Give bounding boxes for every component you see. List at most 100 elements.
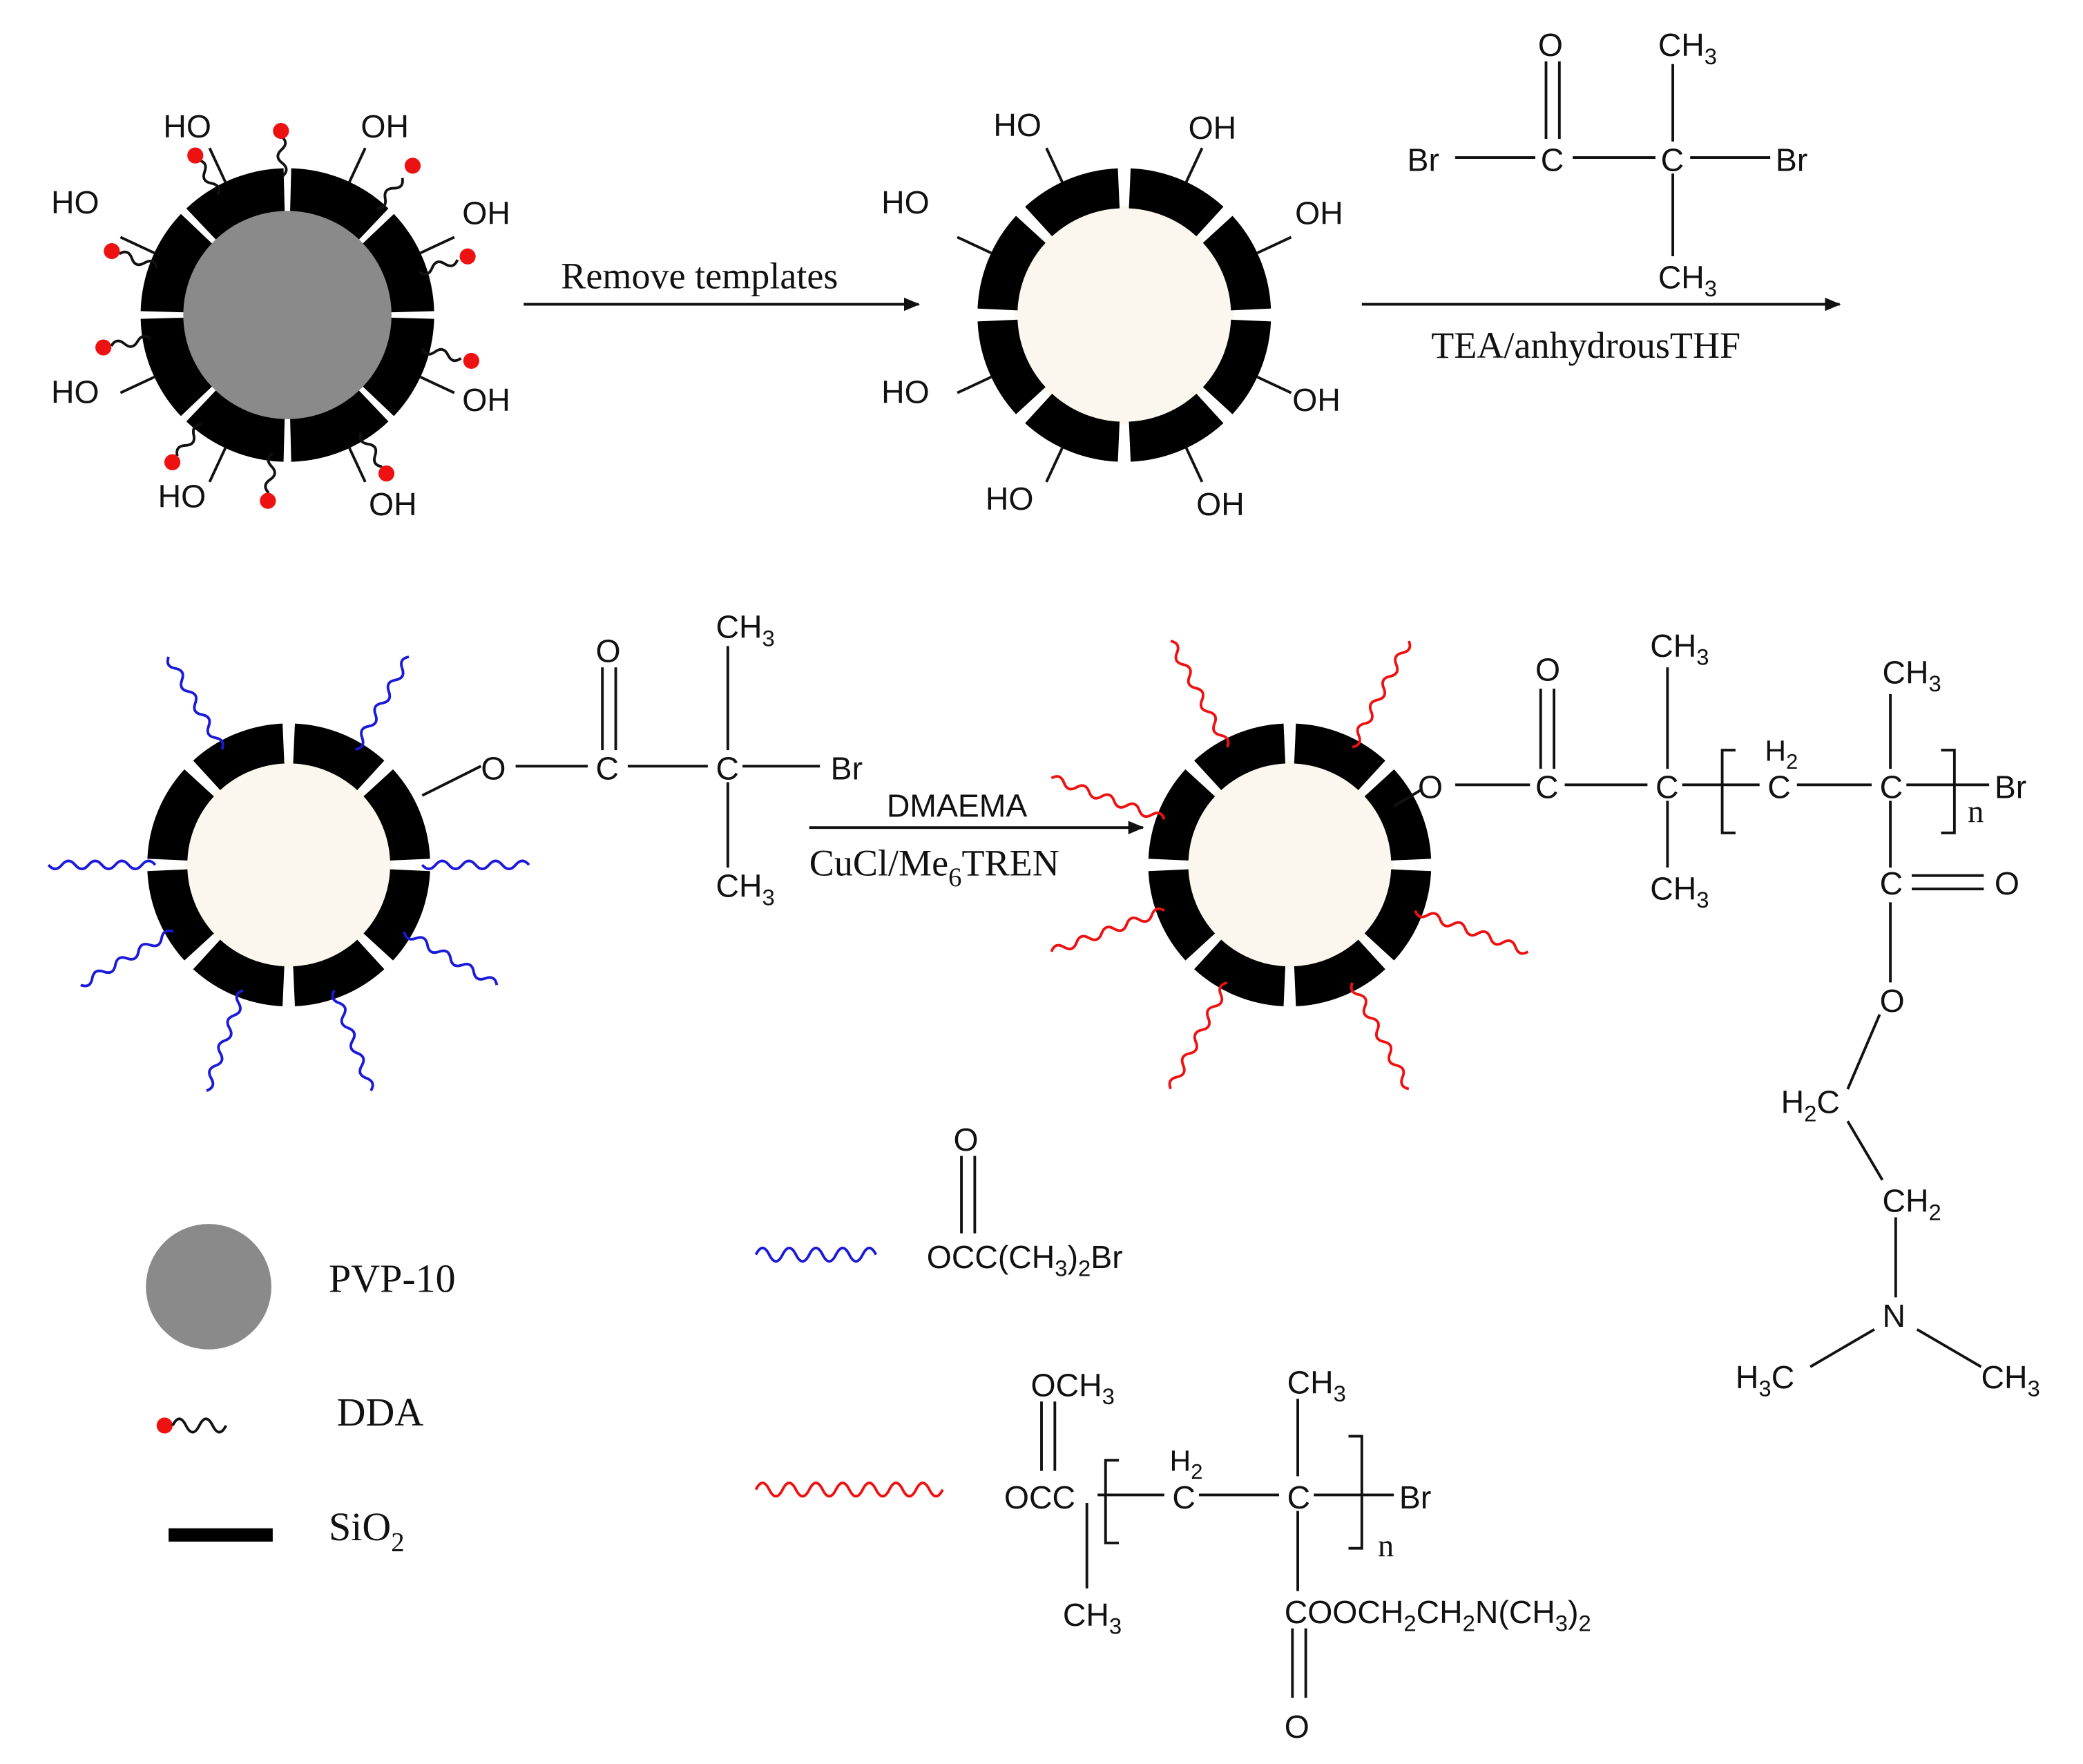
hydroxyl-label: HO: [881, 184, 930, 220]
legend-initiator-formula: OCC(CH3)2Br: [927, 1239, 1123, 1281]
arrow-label-monomer: DMAEMA: [887, 788, 1028, 824]
atom-h2c: H2C: [1781, 1084, 1840, 1127]
legend-polymer-side-chain: COOCH2CH2N(CH3)2: [1285, 1594, 1591, 1636]
dda-chain: [198, 158, 220, 195]
hydroxyl-bond: [957, 236, 992, 254]
polymer-chain: [1050, 907, 1165, 952]
atom-c: C: [716, 751, 739, 787]
silica-segment: [1129, 394, 1224, 462]
atom-ch3: CH3: [1658, 27, 1717, 69]
atom-ch3: CH3: [1882, 654, 1941, 696]
legend-polymer-occ: OCC: [1004, 1479, 1075, 1515]
atom-br: Br: [1776, 142, 1807, 178]
silica-segment: [193, 939, 285, 1006]
legend-sio2-label: SiO2: [329, 1504, 405, 1557]
legend-polymer-br: Br: [1399, 1479, 1431, 1515]
legend-polymer-c: C: [1172, 1479, 1196, 1515]
legend-polymer-c: C: [1287, 1479, 1311, 1515]
initiator-chain: [403, 931, 499, 986]
hydroxyl-bond: [1184, 147, 1204, 183]
pdmaema-labels: O O C CH3 C CH3 H2 C CH3 C Br n C O O H2…: [1418, 628, 2040, 1401]
polymer-chain: [1414, 910, 1529, 955]
atom-c: C: [1767, 769, 1791, 805]
silica-segment: [140, 213, 214, 313]
arrow-label-catalyst: CuCl/Me6TREN: [809, 843, 1059, 892]
dda-chain: [110, 334, 152, 348]
silica-segment: [1364, 869, 1432, 961]
atom-ch3: CH3: [1981, 1359, 2039, 1401]
atom-ch3: CH3: [1658, 259, 1717, 301]
atom-br: Br: [1408, 142, 1439, 178]
silica-segment: [1194, 723, 1286, 790]
atom-o: O: [481, 751, 506, 787]
silica-segment: [1202, 215, 1271, 311]
dda-head: [187, 147, 204, 164]
atom-c: C: [1655, 769, 1679, 805]
initiator-chain: [80, 929, 174, 988]
hydroxyl-label: OH: [1189, 110, 1237, 146]
initiator-chain: [206, 989, 244, 1092]
particle1-hydroxyl-labels: HO OH HO OH HO OH HO OH: [51, 108, 510, 522]
legend-polymer-h2: H2: [1170, 1446, 1203, 1484]
atom-c: C: [1661, 142, 1684, 178]
silica-segment: [977, 319, 1046, 414]
dda-head: [459, 248, 476, 265]
legend-polymer-chain: [754, 1482, 944, 1498]
atom-ch3: CH3: [716, 609, 774, 651]
legend-polymer-bonds: [1040, 1399, 1394, 1698]
hydroxyl-bond: [957, 376, 992, 394]
hydroxyl-label: OH: [1196, 486, 1245, 522]
silica-segment: [289, 388, 389, 462]
silica-segment: [361, 317, 434, 416]
atom-c: C: [1880, 769, 1903, 805]
hydroxyl-label: OH: [462, 382, 510, 418]
legend: PVP-10 DDA SiO2 O OCC(CH3)2Br: [146, 1122, 1591, 1745]
silica-segment: [289, 168, 389, 242]
polymer-grafted-particle: [1050, 640, 1529, 1091]
atom-o: O: [1418, 769, 1443, 805]
hydroxyl-label: HO: [158, 478, 207, 514]
initiator-structure: [421, 646, 820, 868]
silica-segment: [293, 723, 385, 790]
pdmaema-structure: [1393, 667, 1990, 1368]
dda-chain: [376, 178, 404, 211]
hydroxyl-label: OH: [361, 108, 409, 144]
dda-chain: [175, 423, 202, 457]
hydroxyl-label: HO: [51, 184, 99, 220]
polymer-chain: [1352, 640, 1412, 749]
initiator-chain: [355, 655, 410, 751]
legend-pvp-swatch: [146, 1224, 271, 1350]
silica-segment: [1294, 723, 1385, 790]
hollow-core: [1185, 760, 1394, 970]
hydroxyl-label: OH: [1292, 382, 1341, 418]
hydroxyl-label: HO: [163, 108, 211, 144]
silica-segment: [1129, 168, 1224, 237]
atom-h3c: H3C: [1736, 1359, 1794, 1401]
silica-segment: [186, 168, 285, 242]
dda-head: [273, 122, 289, 140]
atom-c: C: [596, 751, 620, 787]
dda-head: [463, 352, 479, 370]
silica-segment: [1294, 939, 1385, 1006]
atom-c: C: [1880, 865, 1903, 901]
silica-segment: [977, 215, 1046, 311]
atom-ch3: CH3: [1650, 628, 1709, 670]
hydroxyl-bond: [419, 236, 455, 254]
hollow-silica-particle: [957, 147, 1292, 483]
silica-segment: [1364, 769, 1432, 861]
silica-segment: [147, 769, 214, 861]
silica-segment: [363, 769, 430, 861]
silica-segment: [1025, 394, 1120, 462]
silica-segment: [186, 388, 285, 462]
legend-polymer-o: O: [1285, 1709, 1309, 1745]
hydroxyl-bond: [119, 376, 155, 394]
silica-segment: [363, 869, 430, 961]
dda-chain: [358, 432, 383, 468]
template-particle: [95, 122, 479, 509]
polymer-chain: [1170, 640, 1230, 748]
atom-o: O: [1538, 27, 1563, 63]
hydroxyl-bond: [419, 376, 455, 394]
silica-segment: [147, 869, 214, 961]
